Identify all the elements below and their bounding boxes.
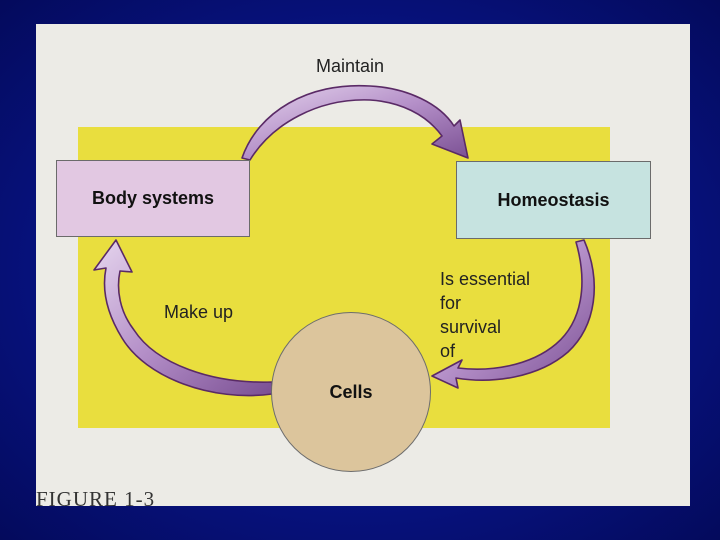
is-essential-label: Is essential for survival of xyxy=(440,269,531,361)
make-up-arrow-icon xyxy=(93,239,273,397)
make-up-label: Make up xyxy=(164,302,234,322)
cycle-arrows xyxy=(93,84,595,397)
body-systems-box: Body systems xyxy=(56,160,250,237)
maintain-label: Maintain xyxy=(316,56,385,76)
maintain-arrow-icon xyxy=(241,84,469,161)
figure-panel: Body systems Homeostasis Cells Maintain … xyxy=(36,24,690,506)
cells-circle: Cells xyxy=(271,312,431,472)
homeostasis-box: Homeostasis xyxy=(456,161,651,239)
figure-caption: FIGURE 1-3 xyxy=(36,487,156,506)
essential-arrow-icon xyxy=(431,239,595,389)
